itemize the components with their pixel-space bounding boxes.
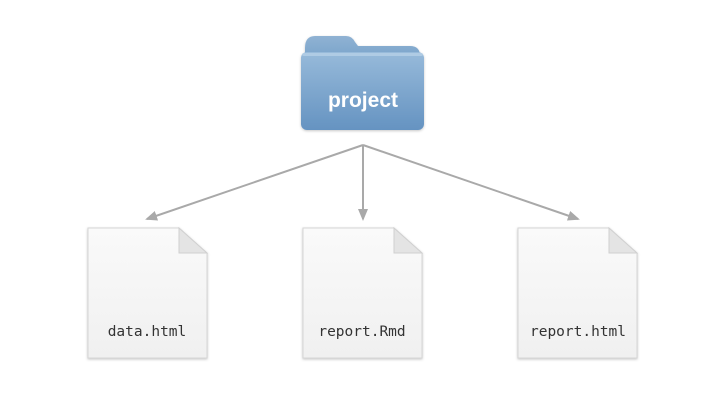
file-data-html[interactable]: data.html	[87, 226, 209, 359]
file-icon	[302, 226, 424, 359]
file-label: report.Rmd	[318, 324, 405, 340]
file-report-html[interactable]: report.html	[517, 226, 639, 359]
folder-label: project	[328, 89, 398, 112]
file-report-rmd[interactable]: report.Rmd	[302, 226, 424, 359]
folder-icon	[301, 36, 424, 130]
file-icon	[517, 226, 639, 359]
arrow-to-data-html	[145, 144, 364, 221]
project-folder[interactable]: project	[301, 36, 424, 130]
arrow-to-report-html	[362, 144, 580, 221]
file-icon	[87, 226, 209, 359]
file-label: report.html	[530, 324, 626, 340]
file-label: data.html	[108, 324, 187, 340]
connector-arrows	[145, 144, 580, 221]
